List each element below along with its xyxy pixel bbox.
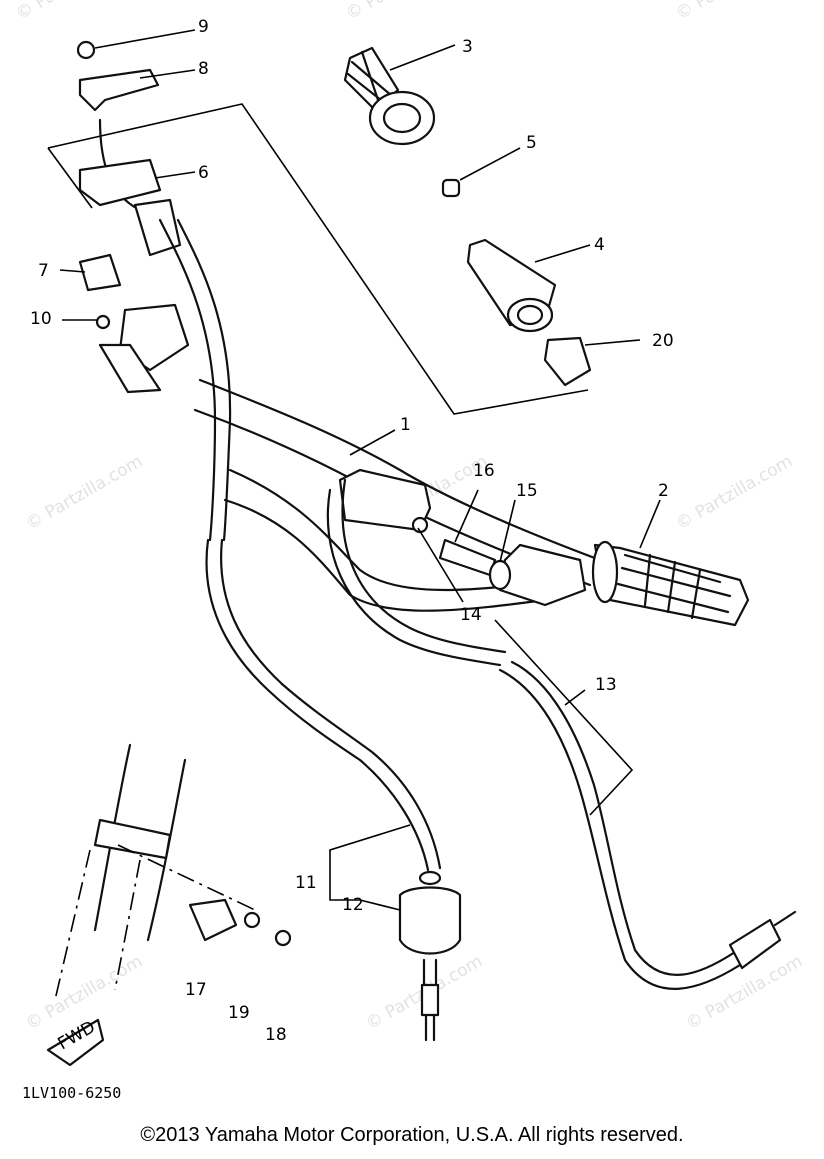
callout-9: 9 bbox=[198, 17, 209, 37]
callout-3: 3 bbox=[462, 37, 473, 57]
diagram-code: 1LV100-6250 bbox=[22, 1084, 121, 1102]
callout-6: 6 bbox=[198, 163, 209, 183]
switch bbox=[188, 898, 238, 942]
bracket-throttle-assembly-left bbox=[47, 147, 93, 209]
callout-15: 15 bbox=[516, 481, 538, 501]
callout-11: 11 bbox=[295, 873, 317, 893]
left-grip bbox=[343, 46, 436, 146]
throttle-housing bbox=[338, 468, 587, 607]
cable-boot bbox=[133, 198, 182, 257]
watermark: © Partzilla.com bbox=[23, 451, 147, 534]
bracket-throttle-assembly bbox=[47, 103, 589, 415]
callouts: 9 8 3 5 6 4 7 10 20 1 16 15 2 14 13 11 1… bbox=[30, 17, 674, 1045]
callout-13: 13 bbox=[595, 675, 617, 695]
fwd-arrow: FWD bbox=[46, 1017, 105, 1067]
callout-20: 20 bbox=[652, 331, 674, 351]
throttle-cable bbox=[326, 478, 797, 990]
copyright-notice: ©2013 Yamaha Motor Corporation, U.S.A. A… bbox=[140, 1124, 684, 1146]
screw-lower bbox=[274, 929, 292, 947]
holder bbox=[78, 68, 160, 112]
bracket-throttle-cable bbox=[494, 619, 634, 816]
switch-lower bbox=[98, 343, 162, 394]
clamp bbox=[78, 253, 122, 292]
watermark: © Partzilla.com bbox=[343, 0, 467, 24]
callout-14: 14 bbox=[460, 605, 482, 625]
screw bbox=[76, 40, 96, 60]
callout-5: 5 bbox=[526, 133, 537, 153]
callout-1: 1 bbox=[400, 415, 411, 435]
callout-18: 18 bbox=[265, 1025, 287, 1045]
spacer-collar bbox=[543, 336, 592, 387]
callout-4: 4 bbox=[594, 235, 605, 255]
collar bbox=[441, 178, 461, 198]
callout-12: 12 bbox=[342, 895, 364, 915]
callout-8: 8 bbox=[198, 59, 209, 79]
watermark: © Partzilla.com bbox=[673, 451, 797, 534]
washer bbox=[243, 911, 261, 929]
callout-leaders bbox=[59, 29, 661, 911]
throttle-tube bbox=[466, 238, 557, 333]
bolt bbox=[95, 314, 111, 330]
right-grip bbox=[591, 540, 750, 627]
callout-2: 2 bbox=[658, 481, 669, 501]
fork-and-switch bbox=[54, 743, 292, 1001]
lever-holder-parts bbox=[76, 40, 190, 394]
watermark: © Partzilla.com bbox=[13, 0, 137, 24]
callout-10: 10 bbox=[30, 309, 52, 329]
assembly-brackets bbox=[47, 103, 634, 816]
callout-17: 17 bbox=[185, 980, 207, 1000]
callout-7: 7 bbox=[38, 261, 49, 281]
bracket bbox=[78, 158, 162, 207]
clutch-cable bbox=[158, 218, 462, 1042]
watermark: © Partzilla.com bbox=[673, 0, 797, 24]
callout-19: 19 bbox=[228, 1003, 250, 1023]
callout-16: 16 bbox=[473, 461, 495, 481]
